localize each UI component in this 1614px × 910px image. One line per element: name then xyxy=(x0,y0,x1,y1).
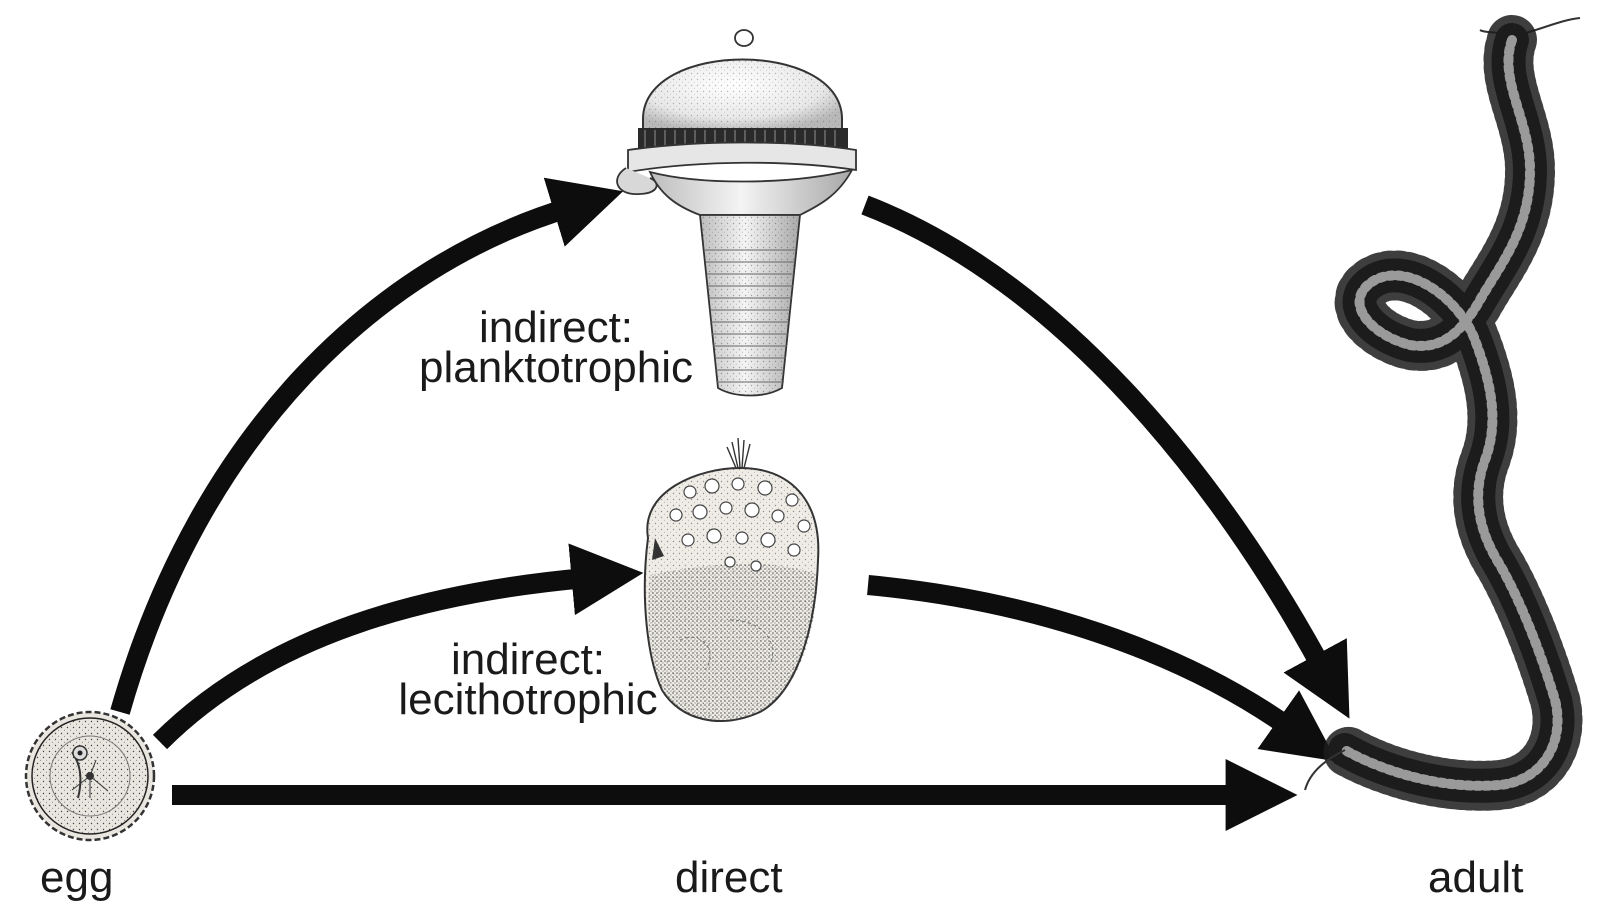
label-planktotrophic-line1: indirect: xyxy=(478,303,634,352)
label-indirect-lecithotrophic: indirect: lecithotrophic xyxy=(380,635,676,724)
label-adult: adult xyxy=(1428,853,1524,902)
lecithotrophic-larva-illustration xyxy=(643,437,820,722)
label-direct: direct xyxy=(675,853,783,902)
arrow-egg-to-planktotrophic xyxy=(110,177,624,715)
arrow-lecithotrophic-to-adult xyxy=(867,575,1337,762)
label-planktotrophic-line2: planktotrophic xyxy=(419,343,693,392)
label-indirect-planktotrophic: indirect: planktotrophic xyxy=(400,303,712,392)
label-egg: egg xyxy=(40,853,114,902)
planktotrophic-larva-illustration xyxy=(616,29,857,397)
label-lecithotrophic-line1: indirect: xyxy=(450,635,606,684)
egg-illustration xyxy=(24,710,156,842)
arrow-egg-to-lecithotrophic xyxy=(152,543,644,750)
arrow-planktotrophic-to-adult xyxy=(861,195,1350,719)
label-lecithotrophic-line2: lecithotrophic xyxy=(398,675,658,724)
adult-worm-illustration xyxy=(1304,15,1583,811)
